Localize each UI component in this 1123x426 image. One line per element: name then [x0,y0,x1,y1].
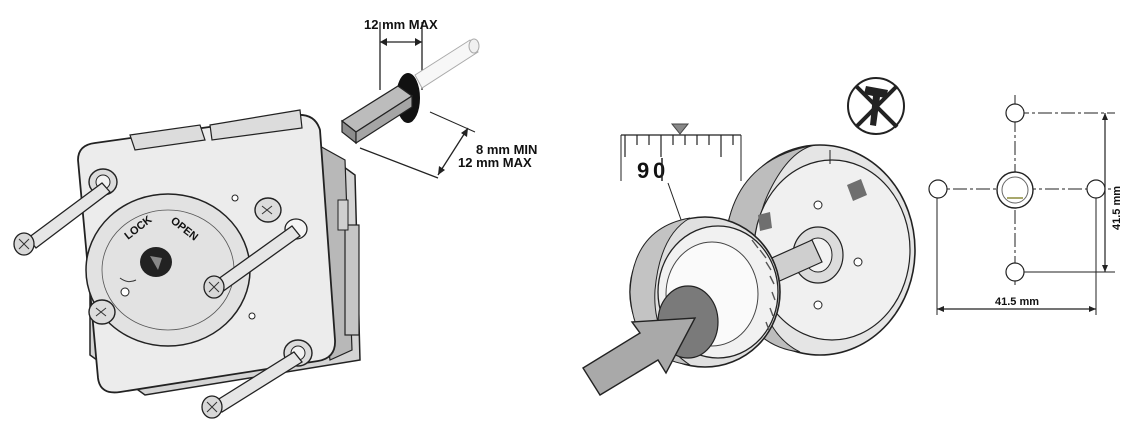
drill-template: 41.5 mm 41.5 mm [928,95,1123,315]
spindle-width-label: 12 mm MAX [364,17,438,32]
template-hole-bottom [1005,262,1025,282]
template-hole-left [928,179,948,199]
dial-scale: 9 0 [620,123,742,246]
spindle-length-max: 12 mm MAX [458,155,532,170]
lock-assembly: LOCK OPEN [13,109,361,419]
scale-digit-9: 9 [637,158,649,183]
push-arrow-icon [582,317,697,396]
spindle-length-min: 8 mm MIN [476,142,537,157]
vertical-dimension: 41.5 mm [1111,186,1123,230]
mounting-screw [13,182,111,256]
mounting-screw [203,225,301,299]
template-hole-right [1086,179,1106,199]
scale-digit-0: 0 [653,158,665,183]
template-hole-top [1005,103,1025,123]
screw-boss [254,197,282,223]
no-hammer-icon [847,77,905,135]
mounting-screw [201,351,303,419]
spindle-detail: 12 mm MAX 8 mm MIN 12 mm MAX [340,17,537,179]
screw-boss [88,299,116,325]
horizontal-dimension: 41.5 mm [995,296,1039,308]
dial-assembly: 9 0 [582,77,916,396]
